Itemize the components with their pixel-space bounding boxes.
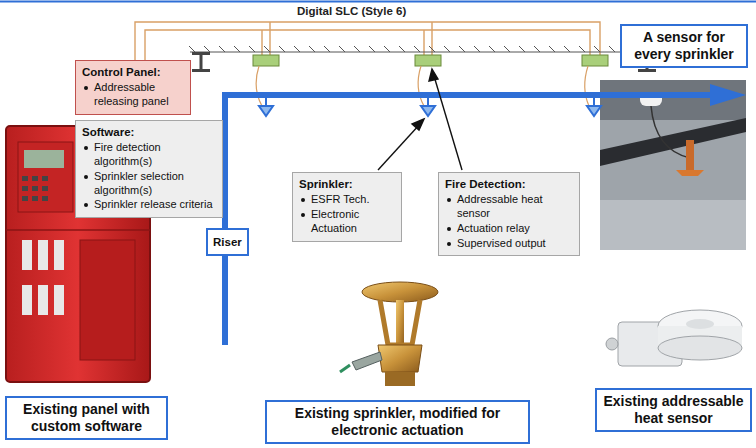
bullet-dot — [84, 203, 88, 207]
bullet-item: Addressable releasing panel — [82, 81, 184, 109]
riser-box: Riser — [206, 228, 249, 256]
bullet-text: Addressable releasing panel — [94, 81, 184, 109]
bullet-item: Electronic Actuation — [299, 208, 395, 236]
heat-sensor-symbol — [253, 55, 608, 66]
bullet-item: Fire detection algorithm(s) — [82, 141, 216, 169]
bullet-text: Sprinkler release criteria — [94, 198, 213, 212]
fire-detection-box: Fire Detection: Addressable heat sensorAc… — [438, 172, 580, 256]
control-panel-box: Control Panel: Addressable releasing pane… — [75, 60, 191, 115]
box-text: Riser — [213, 236, 242, 248]
box-text: Existing addressable heat sensor — [603, 393, 744, 427]
pipe-arrowhead — [710, 84, 746, 106]
bullet-text: ESFR Tech. — [311, 193, 370, 207]
slc-wiring — [135, 22, 600, 60]
caption-box: Existing addressable heat sensor — [595, 388, 752, 432]
box-heading: Control Panel: — [82, 65, 184, 79]
callout-box: A sensor for every sprinkler — [620, 24, 748, 68]
box-text: Existing panel with custom software — [13, 401, 160, 435]
bullet-text: Addressable heat sensor — [457, 193, 573, 221]
wire-label: Digital SLC (Style 6) — [297, 5, 406, 17]
software-box: Software:Fire detection algorithm(s)Spri… — [75, 120, 223, 218]
bullet-text: Supervised output — [457, 237, 546, 251]
bullet-item: ESFR Tech. — [299, 193, 395, 207]
bullet-dot — [301, 198, 305, 202]
bullet-dot — [447, 227, 451, 231]
i-beam — [192, 52, 656, 72]
bullet-dot — [301, 213, 305, 217]
bullet-item: Supervised output — [445, 237, 573, 251]
heat-sensor-photo — [606, 310, 742, 366]
bullet-dot — [447, 198, 451, 202]
actuation-wire — [256, 66, 589, 106]
box-heading: Sprinkler: — [299, 177, 395, 191]
box-text: Existing sprinkler, modified for electro… — [273, 405, 522, 439]
sensor-photo — [600, 80, 746, 250]
sprinkler-box: Sprinkler: ESFR Tech.Electronic Actuation — [292, 172, 402, 242]
bullet-dot — [447, 242, 451, 246]
bullet-item: Sprinkler selection algorithm(s) — [82, 170, 216, 198]
sprinkler-photo — [340, 282, 438, 386]
caption-box: Existing panel with custom software — [5, 396, 168, 440]
sprinkler-symbol — [259, 98, 601, 116]
bullet-item: Sprinkler release criteria — [82, 198, 216, 212]
sprinkler-pipe — [225, 95, 712, 345]
caption-box: Existing sprinkler, modified for electro… — [265, 400, 530, 444]
bullet-text: Electronic Actuation — [311, 208, 395, 236]
box-heading: Fire Detection: — [445, 177, 573, 191]
bullet-item: Actuation relay — [445, 222, 573, 236]
bullet-text: Fire detection algorithm(s) — [94, 141, 216, 169]
bullet-dot — [84, 175, 88, 179]
leader-arrow — [378, 69, 462, 170]
box-text: A sensor for every sprinkler — [628, 29, 740, 63]
bullet-text: Actuation relay — [457, 222, 530, 236]
bullet-dot — [84, 146, 88, 150]
ceiling — [189, 46, 662, 52]
bullet-item: Addressable heat sensor — [445, 193, 573, 221]
box-heading: Software: — [82, 125, 216, 139]
bullet-dot — [84, 86, 88, 90]
bullet-text: Sprinkler selection algorithm(s) — [94, 170, 216, 198]
